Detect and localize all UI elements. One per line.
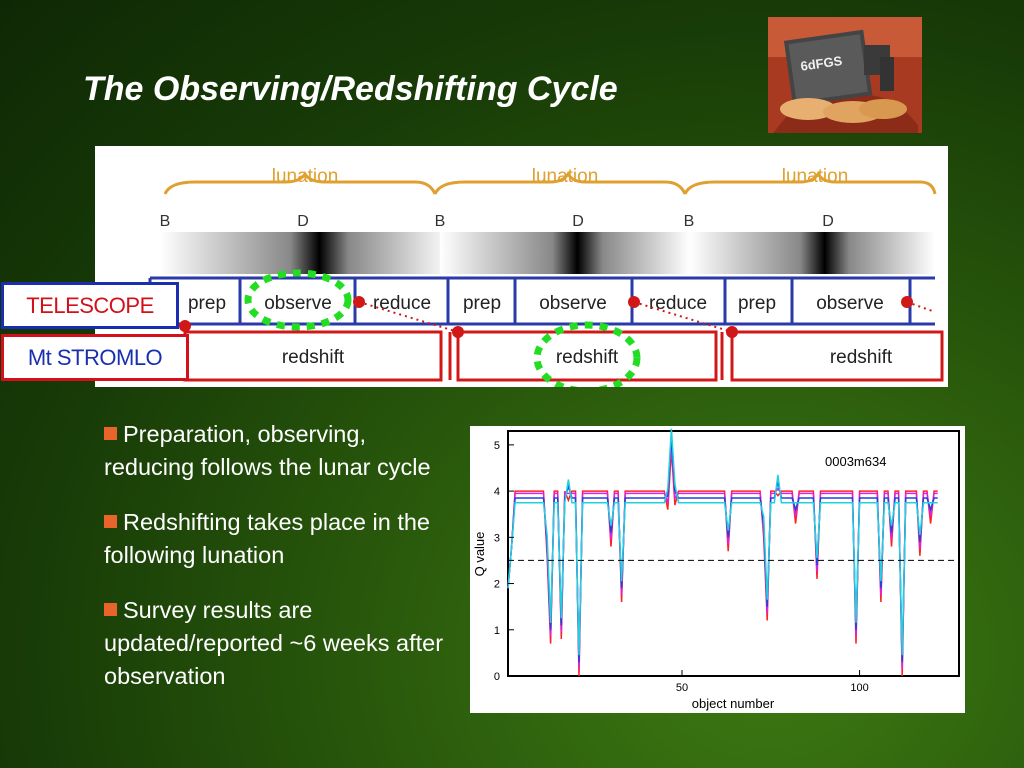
stromlo-label: Mt STROMLO (1, 334, 189, 381)
step-reduce-2: reduce (649, 293, 707, 314)
step-prep-3: prep (738, 293, 776, 314)
bullet-square-icon (104, 427, 117, 440)
highlight-observe (244, 269, 352, 331)
dark-marker-1: D (297, 213, 309, 230)
dark-marker-2: D (572, 213, 584, 230)
bullet-item-3: Survey results are updated/reported ~6 w… (104, 597, 444, 689)
y-tick-label: 5 (494, 440, 500, 452)
step-prep-2: prep (463, 293, 501, 314)
y-tick-label: 2 (494, 579, 500, 591)
lunar-phase-bar-3 (690, 232, 935, 274)
highlight-redshift (533, 321, 641, 387)
logo-text: 6dFGS (800, 53, 844, 74)
plot-ylabel: Q value (472, 532, 487, 577)
y-tick-label: 3 (494, 532, 500, 544)
telescope-label: TELESCOPE (1, 282, 179, 329)
bullet-item-2: Redshifting takes place in the following… (104, 509, 430, 568)
survey-logo: 6dFGS (768, 17, 922, 133)
bright-marker-3: B (684, 213, 695, 230)
q-trace (507, 442, 938, 670)
slide-title: The Observing/Redshifting Cycle (83, 70, 618, 108)
lunar-phase-bar-1 (160, 232, 450, 274)
step-prep-1: prep (188, 293, 226, 314)
dark-marker-3: D (822, 213, 834, 230)
q-trace (507, 428, 938, 656)
step-observe-3: observe (816, 293, 884, 314)
y-tick-label: 4 (494, 486, 500, 498)
x-tick-label: 50 (676, 682, 688, 694)
plot-xlabel: object number (692, 696, 775, 711)
plot-frame (507, 430, 960, 677)
bullet-list: Preparation, observing, reducing follows… (104, 418, 444, 715)
bright-marker-2: B (435, 213, 446, 230)
q-trace (507, 435, 938, 663)
q-value-plot: 0 1 2 3 4 5 50 100 0003m634 object number Q val… (470, 426, 965, 713)
cycle-diagram: lunation lunation lunation B D B D B D p… (95, 146, 948, 387)
step-observe-1: observe (264, 293, 332, 314)
lunar-phase-bar-2 (440, 232, 690, 274)
y-tick-label: 1 (494, 625, 500, 637)
step-observe-2: observe (539, 293, 607, 314)
y-tick-label: 0 (494, 671, 500, 683)
x-tick-label: 100 (850, 682, 868, 694)
step-redshift-1: redshift (282, 347, 345, 368)
lunation-label-1: lunation (272, 166, 339, 187)
bright-marker-1: B (160, 213, 171, 230)
plot-annotation: 0003m634 (825, 454, 886, 469)
step-redshift-2: redshift (556, 347, 619, 368)
bullet-item-1: Preparation, observing, reducing follows… (104, 421, 431, 480)
bullet-square-icon (104, 603, 117, 616)
lunation-label-3: lunation (782, 166, 849, 187)
lunation-label-2: lunation (532, 166, 599, 187)
step-reduce-1: reduce (373, 293, 431, 314)
q-trace (507, 449, 938, 677)
bullet-square-icon (104, 515, 117, 528)
step-redshift-3: redshift (830, 347, 893, 368)
